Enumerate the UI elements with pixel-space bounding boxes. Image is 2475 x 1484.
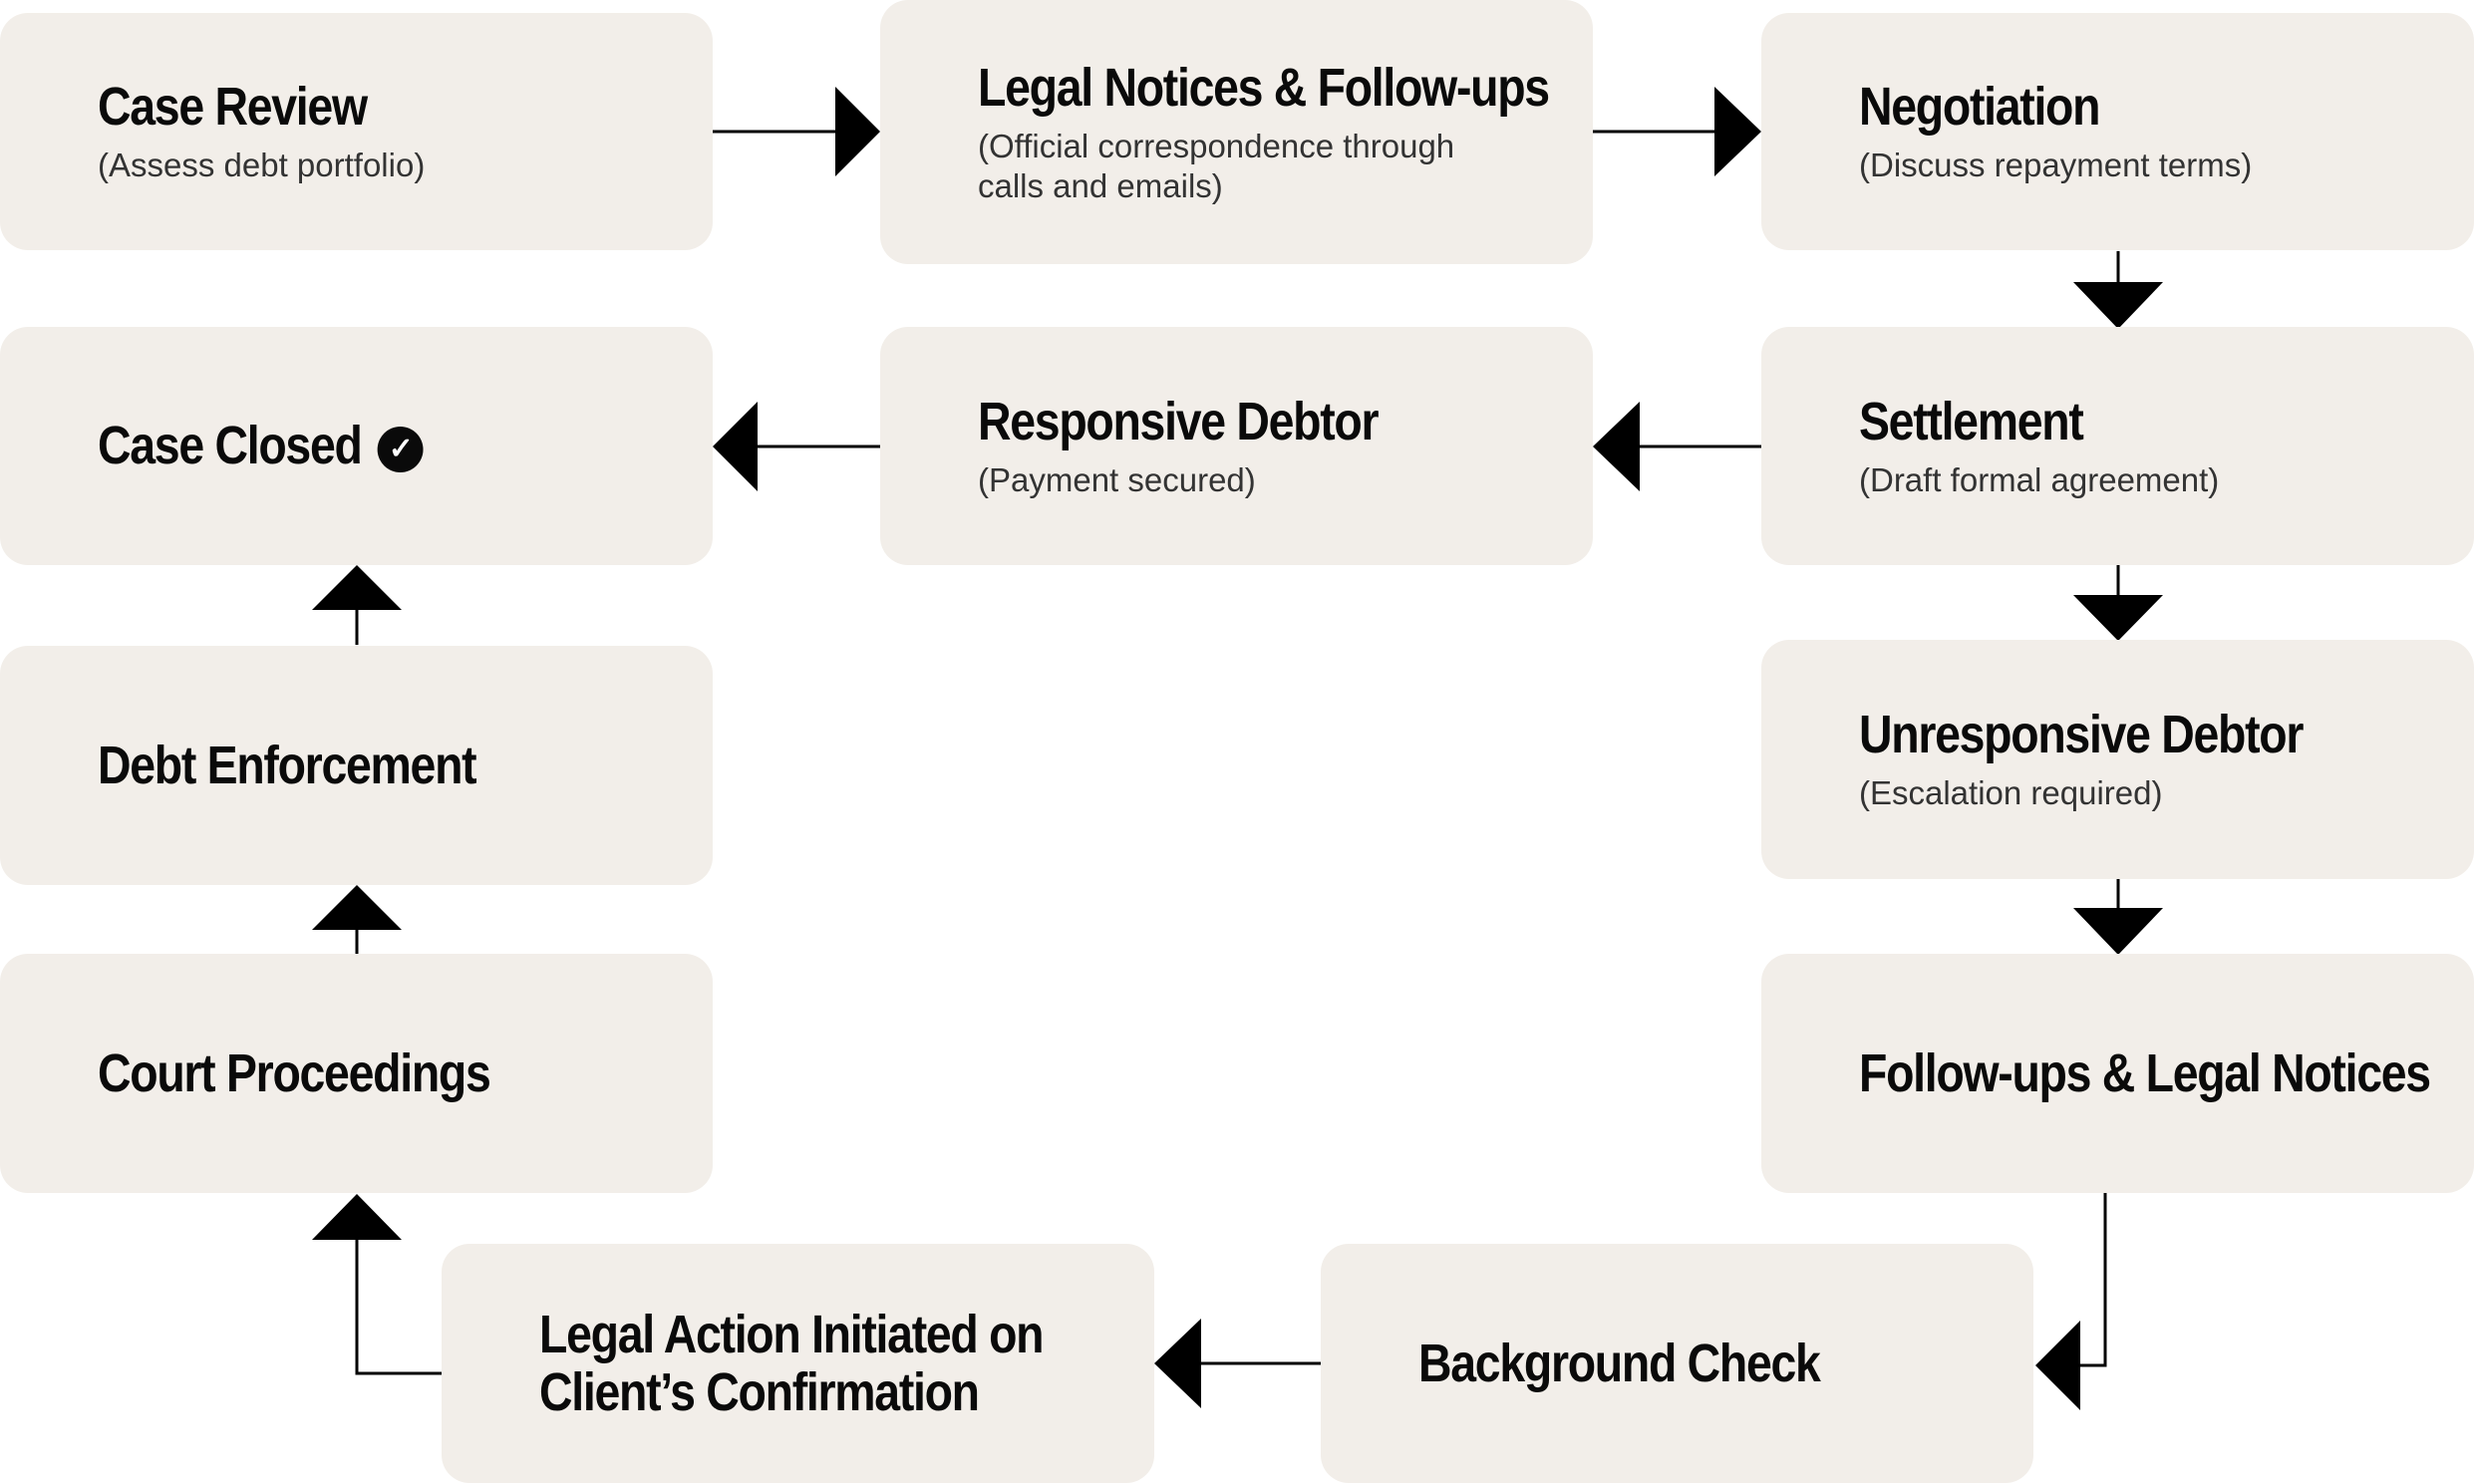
arrowhead-up	[312, 1194, 402, 1240]
node-subtitle-line: (Official correspondence through	[978, 128, 1455, 165]
arrowhead-left	[1154, 1319, 1201, 1408]
arrowhead-up	[312, 885, 402, 930]
node-debt-enforcement: Debt Enforcement	[0, 646, 713, 885]
node-title-text: Case Closed	[98, 416, 363, 476]
node-case-closed: Case Closed ✓	[0, 327, 713, 565]
node-title: Background Check	[1418, 1333, 1821, 1393]
node-settlement: Settlement (Draft formal agreement)	[1761, 327, 2474, 565]
node-subtitle: (Discuss repayment terms)	[1859, 147, 2253, 184]
node-title: Legal Action Initiated on Client’s Confi…	[539, 1304, 1069, 1422]
node-title: Settlement	[1859, 391, 2084, 451]
node-responsive-debtor: Responsive Debtor (Payment secured)	[880, 327, 1593, 565]
node-title: Responsive Debtor	[978, 391, 1380, 451]
arrowhead-down	[2073, 282, 2163, 329]
node-title: Case Closed ✓	[98, 416, 627, 476]
node-followups-legal-notices: Follow-ups & Legal Notices	[1761, 954, 2474, 1193]
node-court-proceedings: Court Proceedings	[0, 954, 713, 1193]
node-title: Debt Enforcement	[98, 735, 477, 795]
arrowhead-down	[2073, 595, 2163, 641]
node-subtitle-line: calls and emails)	[978, 166, 1223, 204]
arrowhead-right	[835, 87, 880, 176]
node-title-line: Legal Action Initiated on	[539, 1304, 1045, 1364]
arrowhead-down	[2073, 908, 2163, 955]
node-subtitle: (Assess debt portfolio)	[98, 147, 426, 184]
node-subtitle: (Draft formal agreement)	[1859, 460, 2220, 498]
node-subtitle: (Official correspondence through calls a…	[978, 127, 1593, 205]
node-title: Case Review	[98, 77, 368, 138]
node-background-check: Background Check	[1321, 1244, 2033, 1483]
node-legal-action-initiated: Legal Action Initiated on Client’s Confi…	[442, 1244, 1154, 1483]
node-unresponsive-debtor: Unresponsive Debtor (Escalation required…	[1761, 640, 2474, 879]
node-subtitle: (Escalation required)	[1859, 774, 2163, 812]
connector-line-followups-to-background	[2078, 1193, 2107, 1367]
arrowhead-up	[312, 565, 402, 610]
node-title-line: Client’s Confirmation	[539, 1362, 980, 1422]
arrowhead-left	[1593, 402, 1640, 491]
node-legal-notices-followups: Legal Notices & Follow-ups (Official cor…	[880, 0, 1593, 264]
node-title: Follow-ups & Legal Notices	[1859, 1042, 2431, 1103]
connector-line-legal-action-to-court	[355, 1238, 442, 1375]
node-negotiation: Negotiation (Discuss repayment terms)	[1761, 13, 2474, 250]
node-title: Legal Notices & Follow-ups	[978, 57, 1550, 118]
node-subtitle: (Payment secured)	[978, 460, 1256, 498]
node-case-review: Case Review (Assess debt portfolio)	[0, 13, 713, 250]
arrowhead-left	[2035, 1321, 2080, 1410]
node-title: Unresponsive Debtor	[1859, 705, 2304, 765]
arrowhead-right	[1714, 87, 1761, 176]
node-title: Negotiation	[1859, 77, 2101, 138]
node-title: Court Proceedings	[98, 1042, 491, 1103]
arrowhead-left	[713, 402, 758, 491]
check-circle-icon: ✓	[377, 427, 424, 473]
